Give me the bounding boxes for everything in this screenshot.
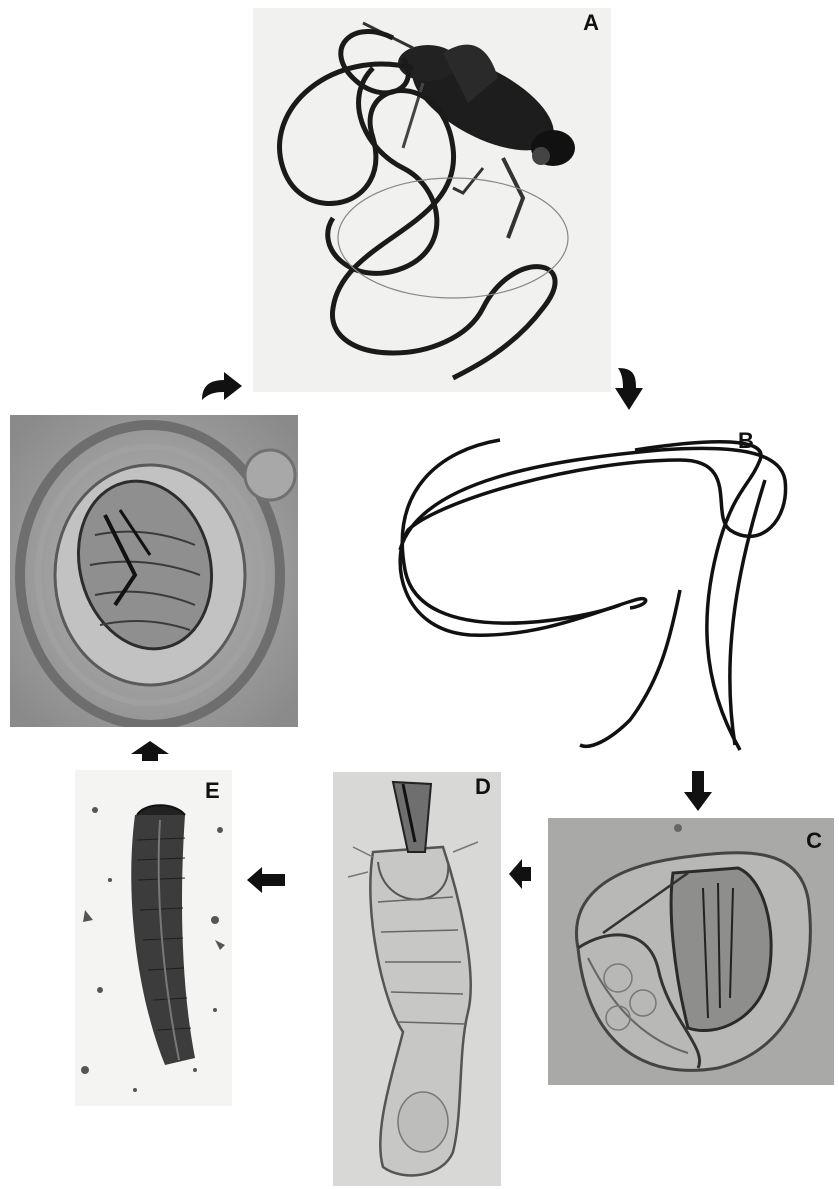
panel-b-drawing: B [380, 420, 800, 760]
juvenile-worm-illustration [75, 770, 232, 1106]
arrow-c-to-d-icon [508, 857, 532, 891]
arrow-e-to-f-icon [130, 740, 170, 762]
panel-label-e: E [205, 780, 220, 802]
arrow-b-to-c-icon [683, 770, 713, 812]
arrow-f-to-a-icon [200, 370, 244, 404]
egg-larva-illustration [548, 818, 834, 1085]
hatched-larva-illustration [333, 772, 501, 1186]
free-worm-illustration [380, 420, 800, 760]
panel-label-c: C [806, 830, 822, 852]
arrow-d-to-e-icon [246, 866, 286, 894]
panel-label-d: D [475, 776, 491, 798]
panel-label-a: A [583, 12, 599, 34]
panel-d-micrograph: D [333, 772, 501, 1186]
panel-label-b: B [738, 430, 754, 452]
panel-a-photo: A [253, 8, 611, 392]
panel-e-photo: E [75, 770, 232, 1106]
arrow-a-to-b-icon [614, 366, 644, 412]
encysted-larva-illustration [10, 415, 298, 727]
worm-and-insect-illustration [253, 8, 611, 392]
panel-c-micrograph: C [548, 818, 834, 1085]
panel-f-micrograph: F [10, 415, 298, 727]
